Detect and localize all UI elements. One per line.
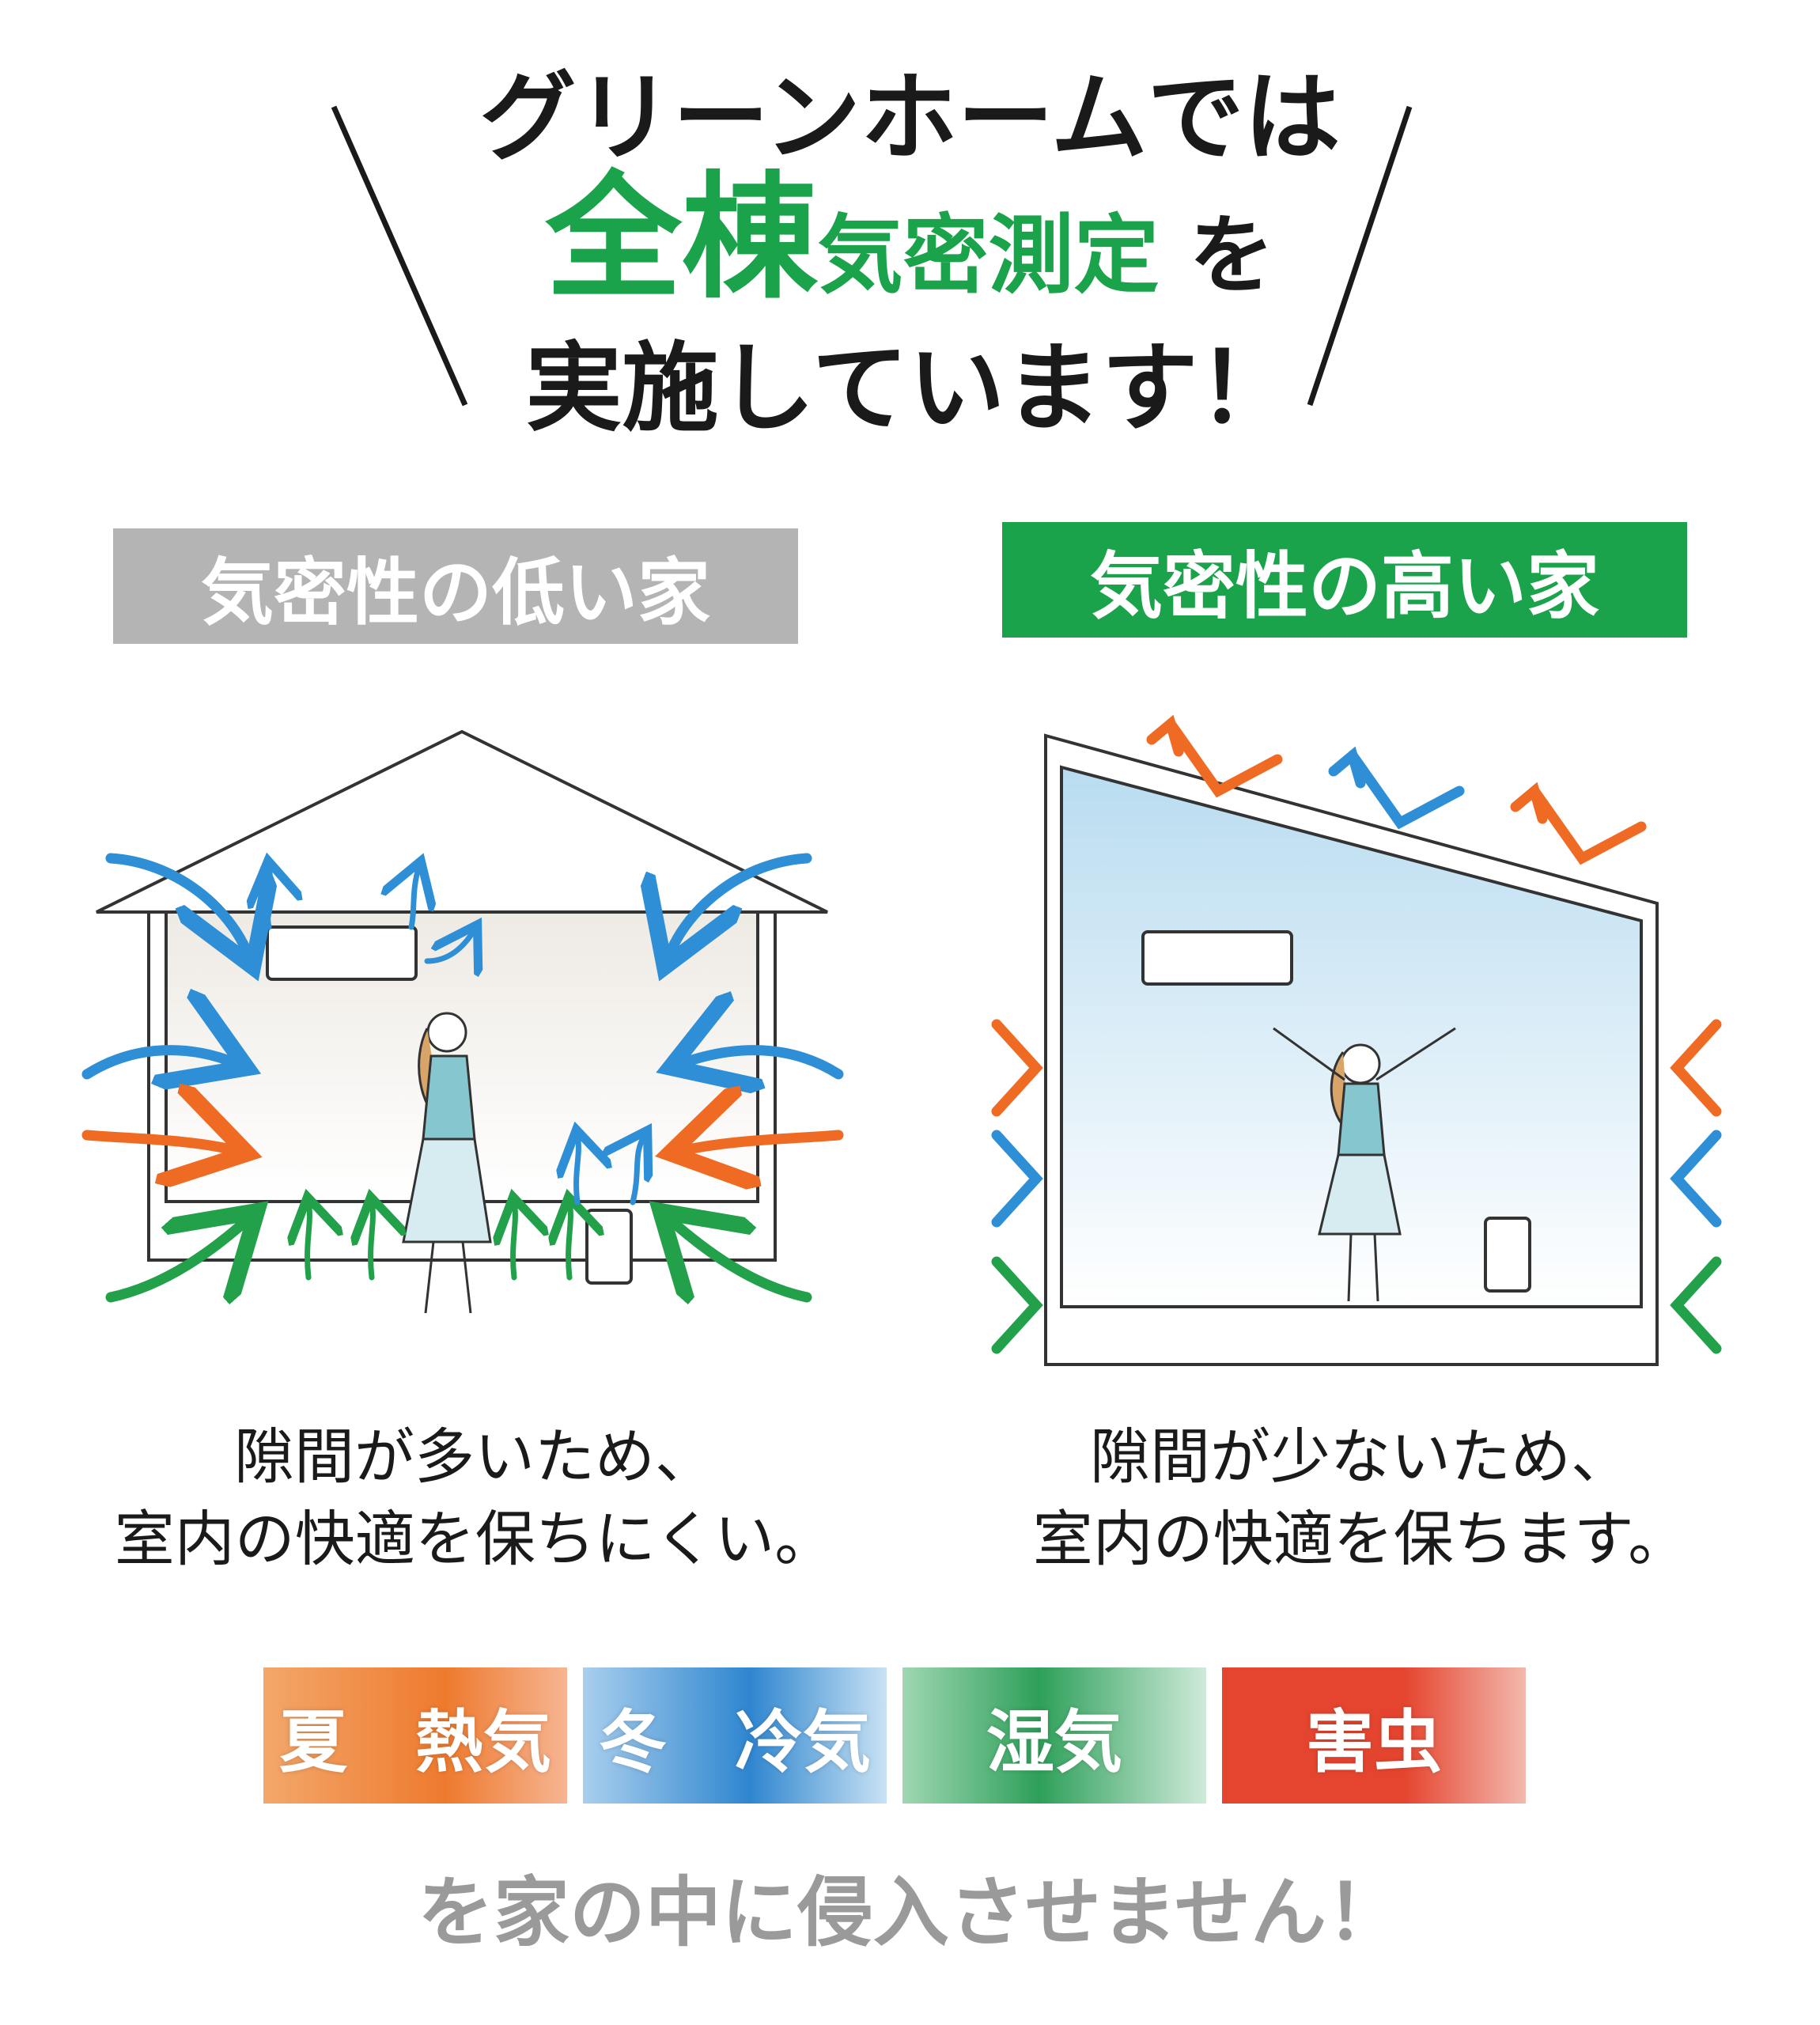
- headline-slashes: [331, 105, 1413, 407]
- airtight-house-illustration: [991, 714, 1722, 1366]
- right-caption-line2: 室内の快適を保ちます。: [1032, 1504, 1689, 1574]
- leaky-house-illustration: [81, 729, 844, 1314]
- right-panel-label: 気密性の高い家: [1002, 522, 1687, 638]
- headline-line2: 全棟気密測定 を: [395, 170, 1425, 306]
- factor-pests-text: 害虫: [1306, 1702, 1442, 1782]
- headline-particle: [1160, 206, 1190, 305]
- left-panel-label-text: 気密性の低い家: [200, 550, 710, 635]
- deflected-arrows: [991, 714, 1722, 1354]
- air-conditioner-airtight: [1141, 930, 1293, 986]
- factor-winter-cold-text: 冬 冷気: [599, 1702, 871, 1782]
- rising-arrows: [268, 866, 645, 1281]
- factor-winter-cold: 冬 冷気: [583, 1667, 887, 1804]
- factor-humidity-text: 湿気: [986, 1702, 1122, 1782]
- right-caption-line1: 隙間が少ないため、: [1090, 1421, 1631, 1492]
- right-panel-label-text: 気密性の高い家: [1089, 543, 1599, 629]
- woman-arms-raised: [1273, 1027, 1456, 1302]
- left-caption-line1: 隙間が多いため、: [234, 1421, 715, 1492]
- woman-figure: [402, 1012, 492, 1314]
- factor-summer-heat-text: 夏 熱気: [279, 1702, 551, 1782]
- factor-humidity: 湿気: [902, 1667, 1206, 1804]
- headline-all-buildings: 全棟: [545, 158, 818, 317]
- right-caption: 隙間が少ないため、 室内の快適を保ちます。: [918, 1416, 1803, 1580]
- left-slash: [331, 105, 468, 407]
- air-conditioner: [266, 925, 418, 981]
- leak-arrows: [81, 853, 844, 1297]
- wall-outlet-airtight: [1484, 1217, 1531, 1293]
- bottom-message: を家の中に侵入させません！: [417, 1868, 1403, 1957]
- right-slash: [1307, 105, 1413, 407]
- left-caption-line2: 室内の快適を保ちにくい。: [114, 1504, 835, 1574]
- headline-line3: 実施しています！: [525, 332, 1295, 445]
- left-caption: 隙間が多いため、 室内の快適を保ちにくい。: [47, 1416, 902, 1580]
- headline-particle-wo: を: [1189, 206, 1275, 305]
- wall-outlet: [585, 1209, 633, 1285]
- headline-line1: グリーンホームでは: [479, 62, 1341, 174]
- factor-pests: 害虫: [1222, 1667, 1526, 1804]
- left-panel-label: 気密性の低い家: [113, 528, 798, 644]
- factor-summer-heat: 夏 熱気: [263, 1667, 567, 1804]
- headline-airtight-test: 気密測定: [817, 206, 1160, 305]
